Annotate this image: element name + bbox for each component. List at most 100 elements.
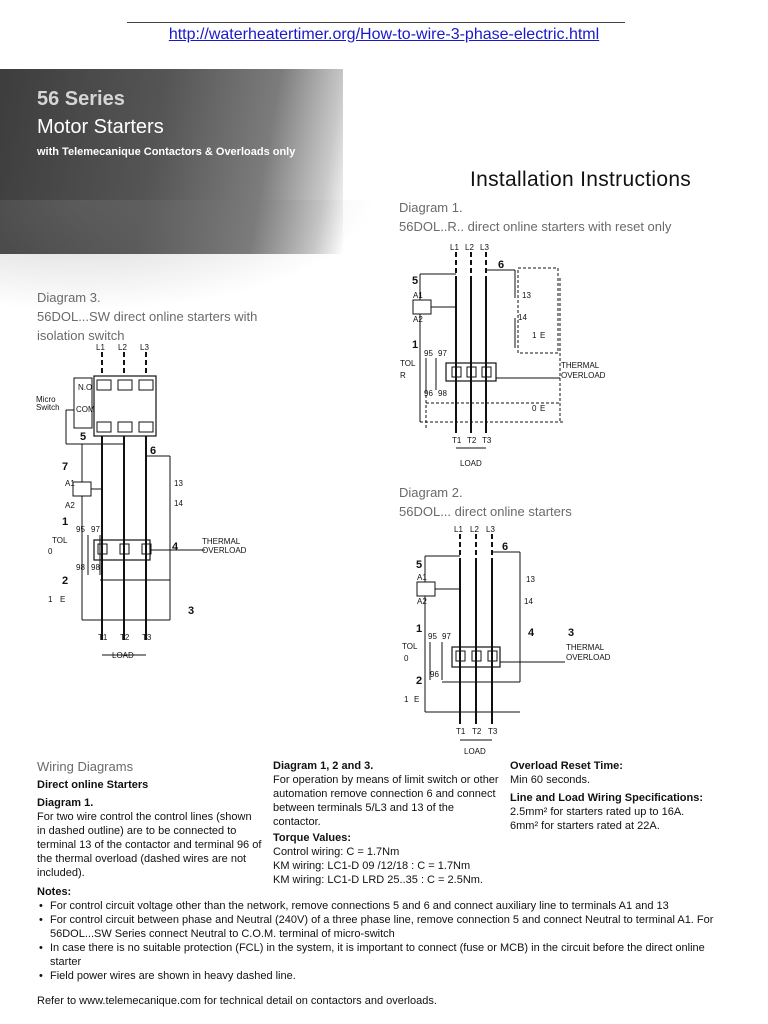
d2-n6: 6 bbox=[502, 541, 508, 553]
d3-n98b: 98 bbox=[91, 563, 100, 572]
d2-n13: 13 bbox=[526, 575, 535, 584]
d3-n97: 97 bbox=[91, 525, 100, 534]
d1-n5: 5 bbox=[412, 275, 418, 287]
d1-load: LOAD bbox=[460, 459, 482, 468]
wiring-column-3: Overload Reset Time: Min 60 seconds. Lin… bbox=[510, 759, 740, 833]
wiring-subheading: Direct online Starters bbox=[37, 779, 149, 791]
wiring-column-2: Diagram 1, 2 and 3. For operation by mea… bbox=[273, 759, 503, 887]
d2-one: 1 bbox=[404, 695, 409, 704]
note-item: For control circuit voltage other than t… bbox=[39, 899, 737, 913]
d3-zero: 0 bbox=[48, 547, 53, 556]
d3-t2: T2 bbox=[120, 633, 130, 642]
d3-n98a: 98 bbox=[76, 563, 85, 572]
diagram-2-subtitle: 56DOL... direct online starters bbox=[399, 504, 572, 519]
diagram-1-subtitle: 56DOL..R.. direct online starters with r… bbox=[399, 219, 672, 234]
wiring-d123-text: For operation by means of limit switch o… bbox=[273, 774, 499, 828]
diagram-1-heading: Diagram 1. 56DOL..R.. direct online star… bbox=[399, 198, 671, 236]
d3-n2: 2 bbox=[62, 575, 68, 587]
product-title: Motor Starters bbox=[37, 116, 164, 138]
d1-n14: 14 bbox=[518, 313, 527, 322]
d1-a1: A1 bbox=[413, 291, 423, 300]
d3-n13: 13 bbox=[174, 479, 183, 488]
d1-a2: A2 bbox=[413, 315, 423, 324]
d2-l3: L3 bbox=[486, 525, 495, 534]
tagline: with Telemecanique Contactors & Overload… bbox=[37, 146, 296, 158]
d1-l2: L2 bbox=[465, 243, 474, 252]
d2-a1: A1 bbox=[417, 573, 427, 582]
d1-n6: 6 bbox=[498, 259, 504, 271]
d3-com: COM bbox=[76, 405, 95, 414]
d2-n96: 96 bbox=[430, 670, 439, 679]
d1-n96: 96 bbox=[424, 389, 433, 398]
page-title: Installation Instructions bbox=[470, 168, 692, 191]
d2-n1: 1 bbox=[416, 623, 422, 635]
d3-n14: 14 bbox=[174, 499, 183, 508]
d3-l2: L2 bbox=[118, 343, 127, 352]
d2-n4: 4 bbox=[528, 627, 535, 639]
d1-e-start: E bbox=[540, 331, 545, 340]
wiring-heading: Wiring Diagrams bbox=[37, 759, 134, 774]
d2-n95: 95 bbox=[428, 632, 437, 641]
d1-zero: 0 bbox=[532, 404, 537, 413]
d1-e-stop: E bbox=[540, 404, 545, 413]
d3-n1: 1 bbox=[62, 516, 68, 528]
d1-overload: OVERLOAD bbox=[561, 371, 606, 380]
d1-thermal: THERMAL bbox=[561, 361, 600, 370]
d2-n2: 2 bbox=[416, 675, 422, 687]
notes-title: Notes: bbox=[37, 886, 72, 898]
d3-l1: L1 bbox=[96, 343, 105, 352]
d3-thermal: THERMAL bbox=[202, 537, 241, 546]
d2-n5: 5 bbox=[416, 559, 422, 571]
note-item: Field power wires are shown in heavy das… bbox=[39, 969, 737, 983]
spec-line: 2.5mm² for starters rated up to 16A. bbox=[510, 806, 685, 818]
torque-line: Control wiring: C = 1.7Nm bbox=[273, 846, 400, 858]
d3-e: E bbox=[60, 595, 65, 604]
d3-t1: T1 bbox=[98, 633, 108, 642]
d2-overload: OVERLOAD bbox=[566, 653, 611, 662]
reset-text: Min 60 seconds. bbox=[510, 774, 591, 786]
d1-n95: 95 bbox=[424, 349, 433, 358]
diagram-2-schematic: L1 L2 L3 6 5 A1 A2 13 14 4 3 1 95 97 TOL… bbox=[402, 525, 611, 756]
d2-l2: L2 bbox=[470, 525, 479, 534]
d2-n14: 14 bbox=[524, 597, 533, 606]
d3-n6: 6 bbox=[150, 445, 156, 457]
reset-title: Overload Reset Time: bbox=[510, 760, 623, 772]
series-title: 56 Series bbox=[37, 88, 125, 110]
d2-t2: T2 bbox=[472, 727, 482, 736]
d3-tol: TOL bbox=[52, 536, 68, 545]
d3-n7: 7 bbox=[62, 461, 68, 473]
d3-t3: T3 bbox=[142, 633, 152, 642]
d2-n3: 3 bbox=[568, 627, 574, 639]
spec-line: 6mm² for starters rated at 22A. bbox=[510, 820, 660, 832]
torque-line: KM wiring: LC1-D LRD 25..35 : C = 2.5Nm. bbox=[273, 874, 483, 886]
source-link[interactable]: http://waterheatertimer.org/How-to-wire-… bbox=[168, 26, 600, 43]
banner-swoosh bbox=[0, 200, 400, 320]
d1-tol: TOL bbox=[400, 359, 416, 368]
d2-e: E bbox=[414, 695, 419, 704]
note-item: For control circuit between phase and Ne… bbox=[39, 913, 737, 941]
wiring-column-1: Direct online Starters Diagram 1. For tw… bbox=[37, 778, 262, 880]
d2-a2: A2 bbox=[417, 597, 427, 606]
d1-l1: L1 bbox=[450, 243, 459, 252]
d2-thermal: THERMAL bbox=[566, 643, 605, 652]
diagram-1-title: Diagram 1. bbox=[399, 200, 463, 215]
torque-line: KM wiring: LC1-D 09 /12/18 : C = 1.7Nm bbox=[273, 860, 471, 872]
d2-l1: L1 bbox=[454, 525, 463, 534]
d3-overload: OVERLOAD bbox=[202, 546, 247, 555]
d3-n5: 5 bbox=[80, 431, 86, 443]
d3-n4: 4 bbox=[172, 541, 179, 553]
d3-one: 1 bbox=[48, 595, 53, 604]
d1-t2: T2 bbox=[467, 436, 477, 445]
d2-n97: 97 bbox=[442, 632, 451, 641]
d2-t1: T1 bbox=[456, 727, 466, 736]
d1-n13: 13 bbox=[522, 291, 531, 300]
notes-list: For control circuit voltage other than t… bbox=[37, 899, 737, 983]
d3-micro: Micro bbox=[36, 395, 56, 404]
d1-t3: T3 bbox=[482, 436, 492, 445]
d2-load: LOAD bbox=[464, 747, 486, 756]
d3-a1: A1 bbox=[65, 479, 75, 488]
notes-section: Notes: For control circuit voltage other… bbox=[37, 885, 737, 983]
spec-title: Line and Load Wiring Specifications: bbox=[510, 792, 704, 804]
banner bbox=[0, 69, 343, 254]
d3-switch: Switch bbox=[36, 403, 60, 412]
